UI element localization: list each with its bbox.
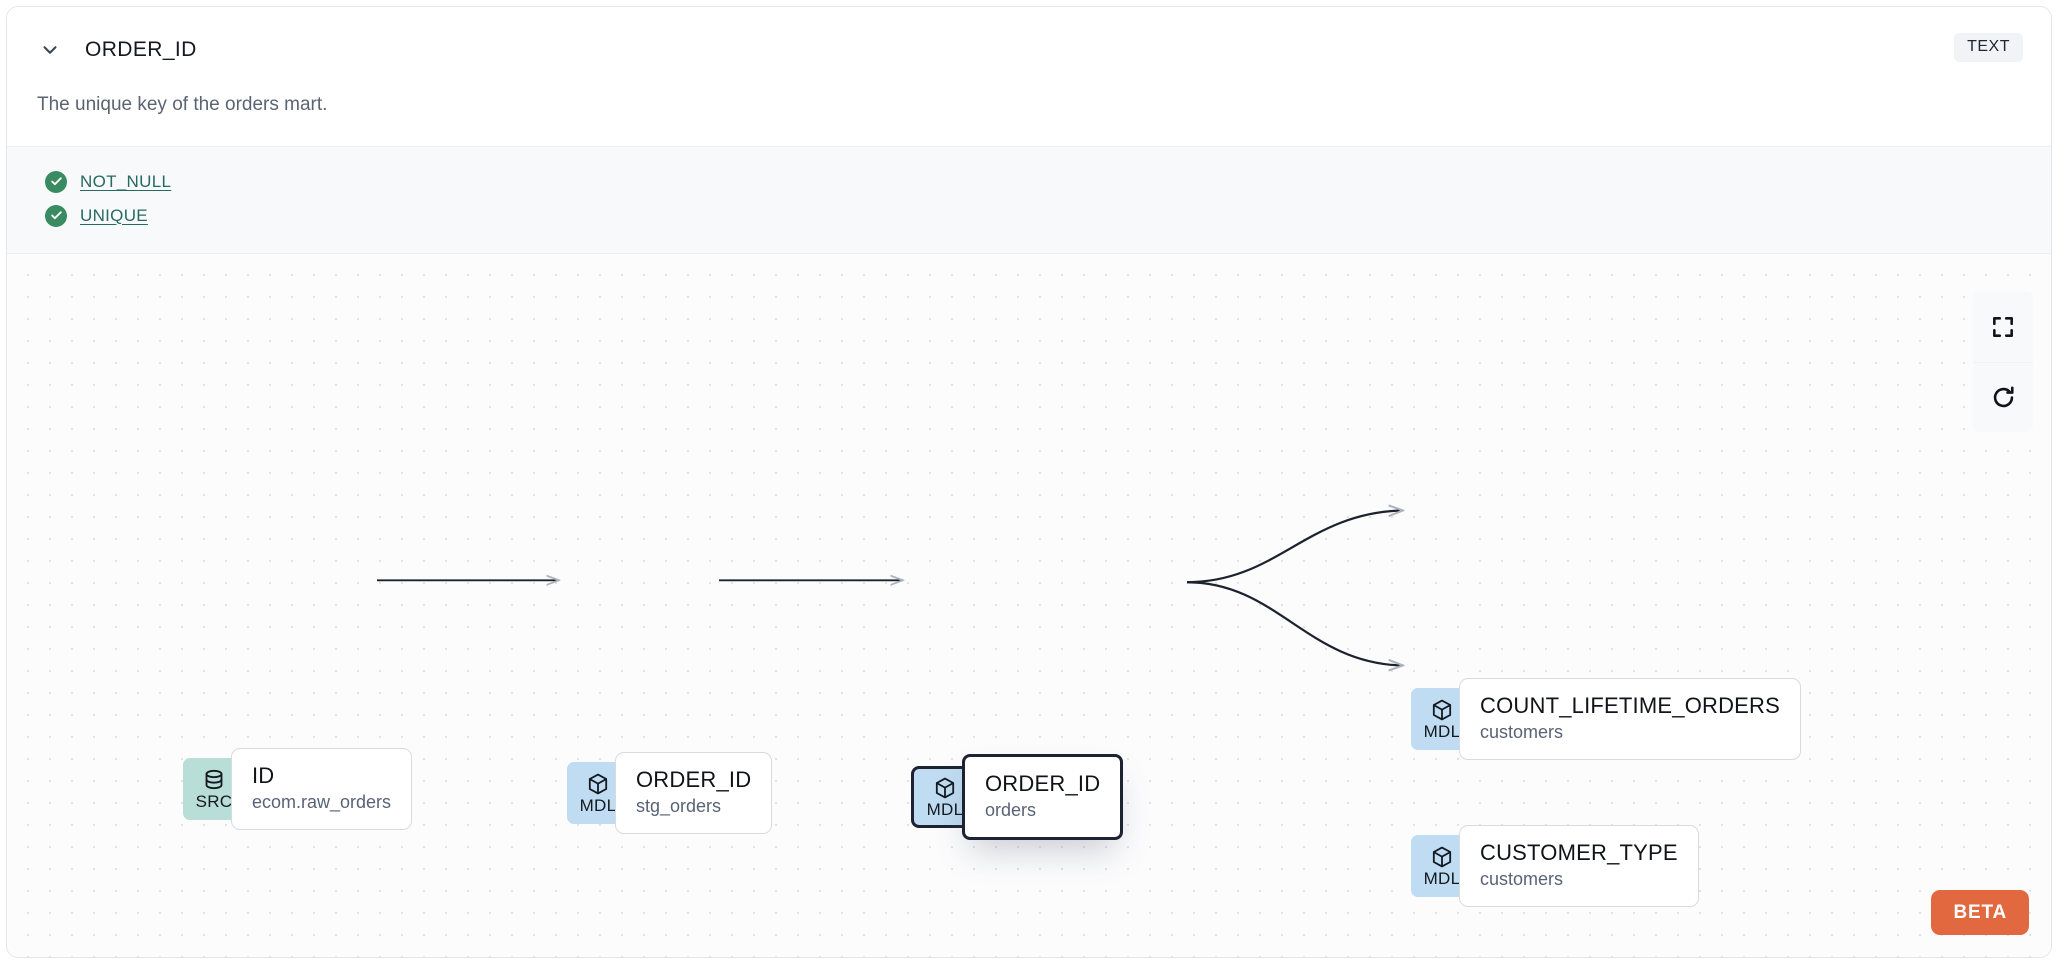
cube-icon — [1432, 846, 1452, 868]
edge-orders-custtype — [1186, 580, 1403, 665]
cube-icon — [588, 773, 608, 795]
canvas-controls — [1973, 291, 2033, 432]
test-link-not-null[interactable]: NOT_NULL — [80, 171, 172, 191]
node-badge-label: MDL — [579, 796, 617, 816]
node-badge-label: MDL — [1423, 722, 1461, 742]
node-badge-label: MDL — [926, 800, 964, 820]
node-body: ORDER_ID orders — [962, 753, 1124, 840]
refresh-icon — [1993, 386, 2014, 407]
chevron-down-icon[interactable] — [37, 37, 63, 63]
check-circle-icon — [45, 170, 67, 193]
cube-icon — [1432, 699, 1452, 721]
beta-badge[interactable]: BETA — [1931, 890, 2029, 935]
node-name: ORDER_ID — [985, 770, 1101, 796]
node-name: COUNT_LIFETIME_ORDERS — [1480, 692, 1781, 718]
check-circle-icon — [45, 204, 67, 227]
node-subtitle: ecom.raw_orders — [252, 791, 392, 812]
tests-section: NOT_NULL UNIQUE — [7, 145, 2051, 254]
node-subtitle: orders — [985, 799, 1037, 820]
lineage-edges — [377, 254, 2051, 957]
node-name: ORDER_ID — [636, 766, 752, 792]
lineage-node-count-lifetime-orders[interactable]: MDL COUNT_LIFETIME_ORDERS customers — [1411, 677, 1802, 760]
node-body: CUSTOMER_TYPE customers — [1459, 824, 1699, 907]
edge-orders-count — [1186, 510, 1403, 584]
node-badge-label: SRC — [195, 792, 233, 812]
node-body: ORDER_ID stg_orders — [615, 751, 773, 834]
cube-icon — [935, 777, 955, 799]
node-subtitle: customers — [1480, 868, 1564, 889]
node-subtitle: stg_orders — [636, 795, 722, 816]
column-detail-card: ORDER_ID TEXT The unique key of the orde… — [6, 6, 2052, 958]
node-name: ID — [252, 762, 275, 788]
lineage-node-customer-type[interactable]: MDL CUSTOMER_TYPE customers — [1411, 824, 1699, 907]
lineage-node-stg-order-id[interactable]: MDL ORDER_ID stg_orders — [567, 751, 773, 834]
title-row: ORDER_ID — [37, 33, 2021, 67]
page-title: ORDER_ID — [85, 38, 197, 61]
lineage-canvas[interactable]: SRC ID ecom.raw_orders MDL ORDER_ID stg_… — [7, 253, 2051, 957]
fullscreen-button[interactable] — [1973, 291, 2033, 362]
node-body: ID ecom.raw_orders — [231, 747, 413, 830]
column-description: The unique key of the orders mart. — [37, 94, 328, 115]
lineage-node-src-id[interactable]: SRC ID ecom.raw_orders — [183, 747, 413, 830]
fullscreen-icon — [1993, 316, 2013, 337]
node-body: COUNT_LIFETIME_ORDERS customers — [1459, 677, 1802, 760]
test-link-unique[interactable]: UNIQUE — [80, 205, 148, 225]
test-row[interactable]: NOT_NULL — [7, 165, 2051, 199]
refresh-button[interactable] — [1973, 361, 2033, 432]
node-name: CUSTOMER_TYPE — [1480, 839, 1678, 865]
lineage-node-orders-order-id[interactable]: MDL ORDER_ID orders — [911, 753, 1124, 840]
node-badge-label: MDL — [1423, 869, 1461, 889]
database-icon — [205, 770, 223, 790]
type-badge: TEXT — [1954, 33, 2023, 62]
test-row[interactable]: UNIQUE — [7, 199, 2051, 233]
card-header: ORDER_ID TEXT The unique key of the orde… — [7, 7, 2051, 146]
node-subtitle: customers — [1480, 721, 1564, 742]
